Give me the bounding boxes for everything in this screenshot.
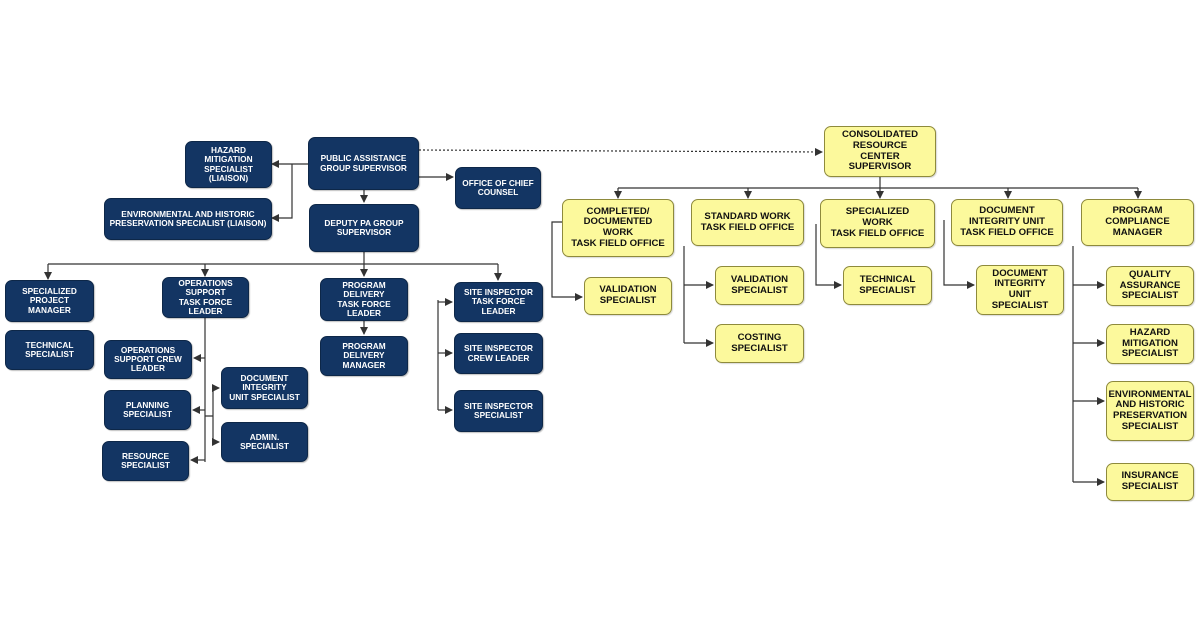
link-ops-diu-bus bbox=[205, 388, 214, 442]
deputy-pa-supervisor-box: DEPUTY PA GROUP SUPERVISOR bbox=[309, 204, 419, 252]
standard-work-tfo-box: STANDARD WORK TASK FIELD OFFICE bbox=[691, 199, 804, 246]
link-pa-crc bbox=[418, 147, 823, 156]
document-integrity-tfo-box: DOCUMENT INTEGRITY UNIT TASK FIELD OFFIC… bbox=[951, 199, 1063, 246]
crc-supervisor-box: CONSOLIDATED RESOURCE CENTER SUPERVISOR bbox=[824, 126, 936, 177]
admin-specialist-box: ADMIN. SPECIALIST bbox=[221, 422, 308, 462]
costing-specialist-box: COSTING SPECIALIST bbox=[715, 324, 804, 363]
document-integrity-specialist-box: DOCUMENT INTEGRITY UNIT SPECIALIST bbox=[221, 367, 308, 409]
resource-specialist-box: RESOURCE SPECIALIST bbox=[102, 441, 189, 481]
completed-work-tfo-box: COMPLETED/ DOCUMENTED WORK TASK FIELD OF… bbox=[562, 199, 674, 257]
document-integrity-specialist-right-box: DOCUMENT INTEGRITY UNIT SPECIALIST bbox=[976, 265, 1064, 315]
validation-specialist-2-box: VALIDATION SPECIALIST bbox=[715, 266, 804, 305]
quality-assurance-specialist-box: QUALITY ASSURANCE SPECIALIST bbox=[1106, 266, 1194, 306]
pa-group-supervisor-box: PUBLIC ASSISTANCE GROUP SUPERVISOR bbox=[308, 137, 419, 190]
hazard-mitigation-specialist-box: HAZARD MITIGATION SPECIALIST bbox=[1106, 324, 1194, 364]
link-deputy-bus bbox=[48, 252, 498, 265]
validation-specialist-1-box: VALIDATION SPECIALIST bbox=[584, 277, 672, 315]
planning-specialist-box: PLANNING SPECIALIST bbox=[104, 390, 191, 430]
operations-support-tfl-box: OPERATIONS SUPPORT TASK FORCE LEADER bbox=[162, 277, 249, 318]
chief-counsel-box: OFFICE OF CHIEF COUNSEL bbox=[455, 167, 541, 209]
program-delivery-tfl-box: PROGRAM DELIVERY TASK FORCE LEADER bbox=[320, 278, 408, 321]
program-delivery-manager-box: PROGRAM DELIVERY MANAGER bbox=[320, 336, 408, 376]
technical-specialist-right-box: TECHNICAL SPECIALIST bbox=[843, 266, 932, 305]
site-inspector-crew-leader-box: SITE INSPECTOR CREW LEADER bbox=[454, 333, 543, 374]
link-specialized-technical bbox=[815, 224, 842, 289]
ehp-specialist-box: ENVIRONMENTAL AND HISTORIC PRESERVATION … bbox=[1106, 381, 1194, 441]
program-compliance-manager-box: PROGRAM COMPLIANCE MANAGER bbox=[1081, 199, 1194, 246]
operations-support-crew-leader-box: OPERATIONS SUPPORT CREW LEADER bbox=[104, 340, 192, 379]
ehp-liaison-box: ENVIRONMENTAL AND HISTORIC PRESERVATION … bbox=[104, 198, 272, 240]
link-pa-ehp bbox=[271, 164, 293, 222]
specialized-project-manager-box: SPECIALIZED PROJECT MANAGER bbox=[5, 280, 94, 322]
site-inspector-tfl-box: SITE INSPECTOR TASK FORCE LEADER bbox=[454, 282, 543, 322]
specialized-work-tfo-box: SPECIALIZED WORK TASK FIELD OFFICE bbox=[820, 199, 935, 248]
link-crc-bus bbox=[618, 177, 1138, 189]
link-diu-specialist bbox=[943, 220, 975, 289]
technical-specialist-box: TECHNICAL SPECIALIST bbox=[5, 330, 94, 370]
link-completed-validation bbox=[551, 221, 583, 301]
site-inspector-specialist-box: SITE INSPECTOR SPECIALIST bbox=[454, 390, 543, 432]
hazard-mitigation-liaison-box: HAZARD MITIGATION SPECIALIST (LIAISON) bbox=[185, 141, 272, 188]
insurance-specialist-box: INSURANCE SPECIALIST bbox=[1106, 463, 1194, 501]
